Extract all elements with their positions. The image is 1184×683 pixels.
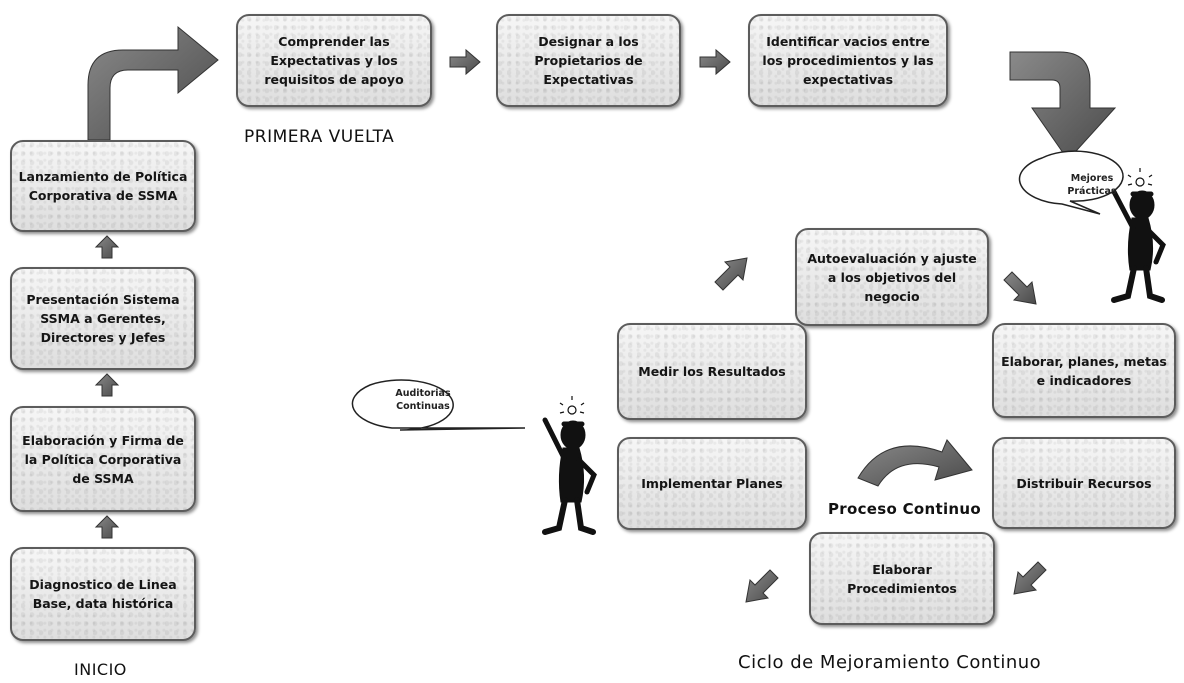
curved-arrow-up-right-icon [87,25,219,141]
diagonal-arrow-icon [1003,271,1037,305]
curved-arrow-down-icon [1009,51,1117,161]
speech-bubble-right [1018,150,1124,215]
right-arrow-icon [449,48,481,76]
up-arrow-icon [94,373,120,397]
cycle-step-box: Implementar Planes [617,437,807,530]
mejores-practicas-text: Mejores Prácticas [1067,173,1117,197]
up-arrow-icon [94,515,120,539]
start-step-box: Lanzamiento de Política Corporativa de S… [10,140,196,232]
start-step-box: Elaboración y Firma de la Política Corpo… [10,406,196,512]
right-arrow-icon [699,48,731,76]
cycle-step-label: Elaborar, planes, metas e indicadores [1001,353,1167,388]
diagonal-arrow-icon [745,569,779,603]
cycle-step-label: Elaborar Procedimientos [847,561,957,596]
cycle-step-box: Medir los Resultados [617,323,807,420]
start-step-label: Diagnostico de Linea Base, data históric… [29,577,177,611]
first-loop-step-box: Designar a los Propietarios de Expectati… [496,14,681,107]
start-step-box: Presentación Sistema SSMA a Gerentes, Di… [10,267,196,370]
lightbulb-icon [1127,168,1153,187]
cycle-step-box: Autoevaluación y ajuste a los objetivos … [795,228,989,326]
diagonal-arrow-icon [1013,561,1047,595]
start-step-label: Presentación Sistema SSMA a Gerentes, Di… [26,292,180,345]
cycle-step-box: Distribuir Recursos [992,437,1176,529]
first-loop-step-box: Identificar vacios entre los procedimien… [748,14,948,107]
up-arrow-icon [94,235,120,259]
speech-bubble-left [351,379,526,431]
cycle-step-box: Elaborar, planes, metas e indicadores [992,323,1176,418]
start-step-label: Lanzamiento de Política Corporativa de S… [18,169,188,203]
lightbulb-icon [559,396,585,415]
ciclo-caption: Ciclo de Mejoramiento Continuo [738,652,1042,673]
start-step-label: Elaboración y Firma de la Política Corpo… [22,432,184,486]
first-loop-step-label: Designar a los Propietarios de Expectati… [534,34,643,87]
first-loop-step-label: Identificar vacios entre los procedimien… [762,34,934,87]
proceso-continuo-caption: Proceso Continuo [828,500,981,518]
cycle-step-box: Elaborar Procedimientos [809,532,995,625]
cycle-step-label: Implementar Planes [641,476,783,491]
thinking-person-right-icon [1109,185,1166,303]
cycle-step-label: Autoevaluación y ajuste a los objetivos … [807,250,977,304]
continuous-process-arrow-icon [857,439,973,487]
cycle-step-label: Distribuir Recursos [1016,475,1152,491]
cycle-step-label: Medir los Resultados [638,364,786,379]
auditorias-continuas-text: Auditorias Continuas [395,388,451,412]
inicio-caption: INICIO [74,660,127,679]
diagonal-arrow-icon [714,257,748,291]
first-loop-step-label: Comprender las Expectativas y los requis… [264,34,404,87]
start-step-box: Diagnostico de Linea Base, data históric… [10,547,196,641]
first-loop-step-box: Comprender las Expectativas y los requis… [236,14,432,107]
thinking-person-left-icon [542,417,597,535]
primera-vuelta-caption: PRIMERA VUELTA [244,127,395,147]
